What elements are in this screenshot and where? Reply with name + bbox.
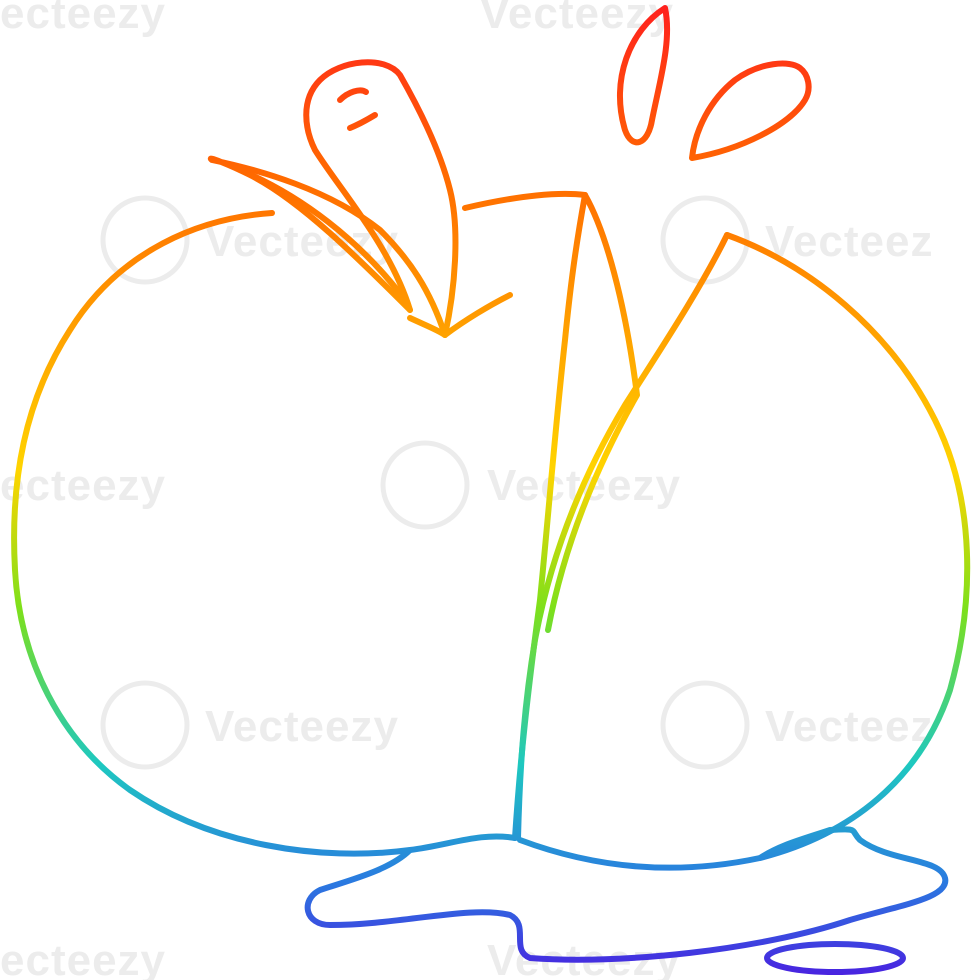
watermark-text: Vecteez (765, 217, 933, 266)
right-apple-half (517, 232, 971, 871)
watermark-text: ecteezy (0, 936, 166, 980)
watermark-logo-icon (100, 680, 190, 770)
apple-leaf (207, 155, 448, 338)
stem-detail (337, 87, 369, 103)
right-half-cut-edge (515, 232, 730, 841)
left-half-shoulder (462, 190, 588, 211)
leaf-tip (442, 292, 513, 338)
juice-puddle-drop (764, 941, 906, 975)
watermark-text: Vecteezy (205, 702, 399, 751)
juice-puddle (304, 826, 949, 963)
cut-wedge (545, 192, 640, 633)
apple-outline-group (11, 5, 971, 975)
apple-stem (303, 59, 459, 338)
watermark-logo-icon (380, 440, 470, 530)
watermark-layer: ecteezy Vecteezy Vecteezy Vecteez ecteez… (0, 0, 933, 980)
watermark-text: ecteezy (0, 0, 166, 38)
leaf-vein (237, 167, 408, 303)
watermark-text: Vecteez (765, 702, 933, 751)
watermark-logo-icon (660, 680, 750, 770)
leaf-base (407, 315, 448, 338)
watermark-text: Vecteezy (480, 0, 674, 38)
left-apple-half (11, 210, 518, 857)
juice-drop (689, 60, 812, 161)
stem-detail (347, 112, 378, 131)
juice-drop (616, 5, 671, 146)
watermark-text: ecteezy (0, 461, 166, 510)
watermark-logo-icon (100, 195, 190, 285)
